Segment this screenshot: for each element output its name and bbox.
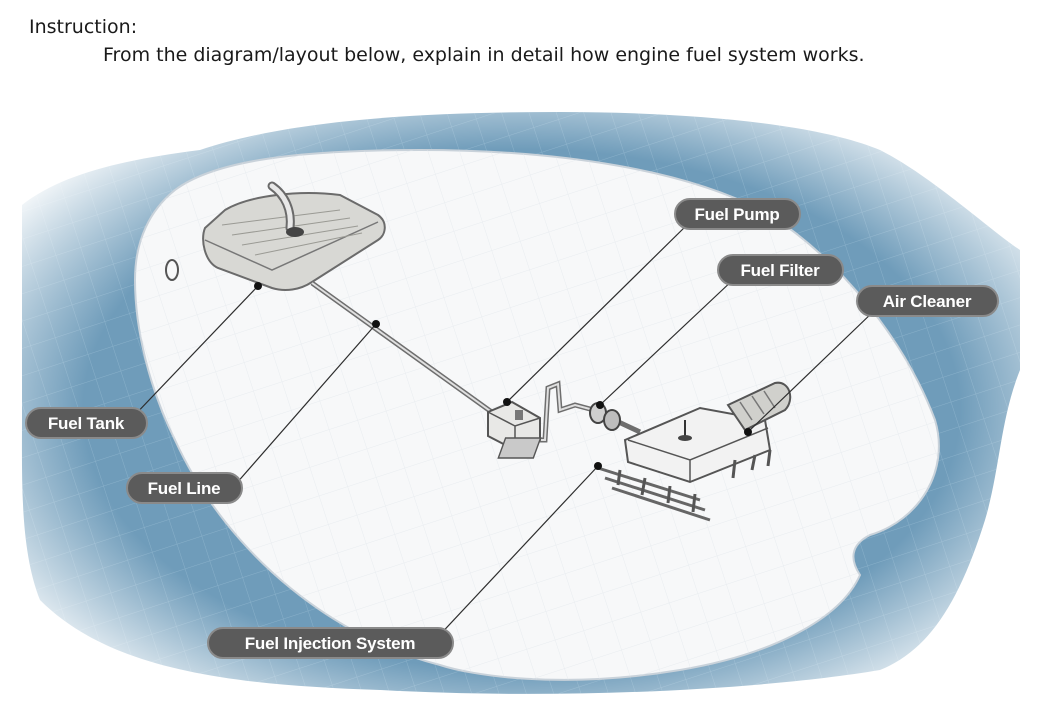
leader-fuel-filter — [599, 277, 736, 406]
label-fuel-injection-system: Fuel Injection System — [207, 627, 454, 659]
label-fuel-line-text: Fuel Line — [148, 479, 221, 498]
leader-injection — [434, 465, 599, 641]
label-fuel-pump-text: Fuel Pump — [694, 205, 779, 224]
leader-dots — [254, 282, 752, 470]
label-air-cleaner-text: Air Cleaner — [883, 292, 972, 311]
leader-fuel-tank — [129, 285, 259, 421]
leader-lines — [129, 221, 876, 641]
label-fuel-filter: Fuel Filter — [717, 254, 844, 286]
fuel-tank-illustration — [202, 181, 386, 291]
instruction-text: From the diagram/layout below, explain i… — [103, 44, 865, 66]
leader-fuel-pump — [506, 221, 691, 403]
leader-fuel-line — [234, 323, 377, 486]
engine-illustration — [497, 381, 792, 522]
label-fuel-tank-text: Fuel Tank — [48, 414, 125, 433]
fuel-line-pipe — [310, 280, 642, 443]
label-fuel-line: Fuel Line — [126, 472, 243, 504]
label-fuel-injection-system-text: Fuel Injection System — [245, 634, 416, 653]
label-air-cleaner: Air Cleaner — [856, 285, 999, 317]
label-fuel-tank: Fuel Tank — [25, 407, 148, 439]
label-fuel-pump: Fuel Pump — [674, 198, 801, 230]
leader-air-cleaner — [747, 309, 876, 433]
instruction-heading: Instruction: — [29, 16, 138, 38]
label-fuel-filter-text: Fuel Filter — [740, 261, 820, 280]
